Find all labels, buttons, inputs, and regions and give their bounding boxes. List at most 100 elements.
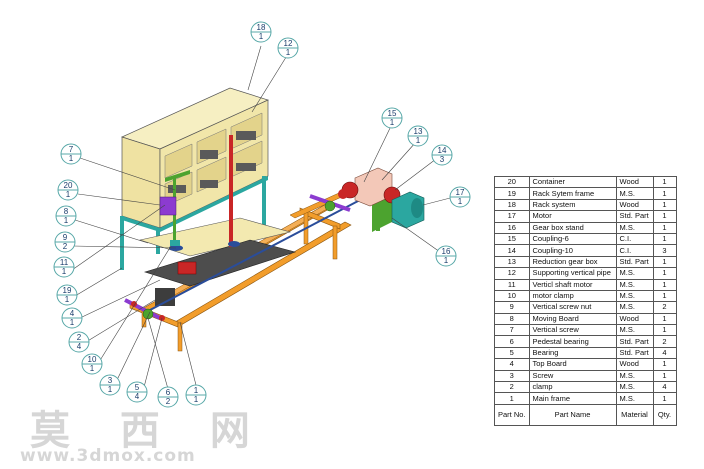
part-material: Std. Part <box>615 255 654 269</box>
pedestal-bearing-2 <box>324 200 336 212</box>
part-no: 13 <box>494 255 530 269</box>
part-no: 14 <box>494 244 530 257</box>
balloon-2: 2 4 <box>68 331 90 353</box>
leader-16 <box>391 217 441 253</box>
balloon-14-top: 14 <box>438 146 447 155</box>
balloon-7-bottom: 1 <box>69 154 74 163</box>
part-no: 8 <box>494 312 530 326</box>
part-qty: 1 <box>652 312 677 326</box>
part-no: 18 <box>494 198 530 212</box>
part-no: 11 <box>494 278 530 291</box>
clamp-block <box>177 261 197 275</box>
part-qty: 1 <box>652 369 677 383</box>
green-arm <box>165 170 190 182</box>
leader-6 <box>147 317 171 397</box>
balloon-3-top: 3 <box>108 376 113 385</box>
part-material: M.S. <box>615 324 654 337</box>
part-material: Wood <box>615 175 654 189</box>
header-part-no: Part No. <box>494 403 530 426</box>
rack-frame-leg-3 <box>262 176 266 226</box>
rack-frame-beam-2 <box>160 176 268 232</box>
balloon-3: 3 1 <box>99 374 121 396</box>
balloon-17-top: 17 <box>456 188 465 197</box>
part-qty: 1 <box>652 232 677 246</box>
drive-unit <box>338 167 425 232</box>
rack-frame-beam <box>122 216 160 232</box>
part-material: C.I. <box>615 232 654 246</box>
rack-frame-leg-1 <box>120 216 124 270</box>
balloon-12-bottom: 1 <box>286 48 291 57</box>
part-qty: 3 <box>652 244 677 257</box>
screw-nut-2 <box>228 241 240 247</box>
part-material: M.S. <box>615 381 654 394</box>
part-material: M.S. <box>615 267 654 280</box>
leader-20 <box>77 193 161 206</box>
leader-4 <box>79 279 161 319</box>
balloon-1-bottom: 1 <box>194 395 199 404</box>
balloon-11-bottom: 1 <box>62 267 67 276</box>
balloon-17: 17 1 <box>449 186 471 208</box>
rack-front <box>121 136 161 229</box>
part-no: 12 <box>494 267 530 280</box>
leader-17 <box>422 196 455 206</box>
part-name: Vertical screw nut <box>528 301 617 314</box>
part-no: 3 <box>494 369 530 383</box>
balloon-13-bottom: 1 <box>416 136 421 145</box>
balloon-6-bottom: 2 <box>166 397 171 406</box>
vertical-parts <box>159 135 240 251</box>
rack-system <box>120 87 269 270</box>
balloon-10-top: 10 <box>88 355 97 364</box>
balloon-5-bottom: 4 <box>135 392 140 401</box>
balloon-17-bottom: 1 <box>458 197 463 206</box>
coupling-10-2 <box>338 189 348 199</box>
watermark-logo: 莫 西 网 <box>30 408 268 454</box>
part-material: M.S. <box>615 392 654 405</box>
balloon-19-top: 19 <box>63 286 72 295</box>
balloon-9: 9 2 <box>54 231 76 253</box>
header-part-name: Part Name <box>528 403 617 426</box>
balloon-8-bottom: 1 <box>64 216 69 225</box>
part-name: Coupling-6 <box>528 232 617 246</box>
balloon-12-top: 12 <box>284 39 293 48</box>
part-qty: 4 <box>652 346 677 360</box>
part-name: Rack Sytem frame <box>528 187 617 200</box>
leader-13 <box>381 141 417 181</box>
part-name: Rack system <box>528 198 617 212</box>
balloon-7: 7 1 <box>60 143 82 165</box>
balloon-8: 8 1 <box>55 205 77 227</box>
balloon-13-top: 13 <box>414 127 423 136</box>
container-5 <box>236 163 256 171</box>
container-1 <box>200 150 218 159</box>
part-qty: 1 <box>652 392 677 405</box>
leader-10 <box>98 245 172 363</box>
main-frame-leg-3 <box>332 225 338 260</box>
balloon-20: 20 1 <box>57 179 79 201</box>
bearing-1 <box>131 301 137 307</box>
part-qty: 1 <box>652 187 677 200</box>
balloon-6: 6 2 <box>157 386 179 408</box>
part-name: Gear box stand <box>528 221 617 234</box>
balloon-11: 11 1 <box>53 256 75 278</box>
part-no: 7 <box>494 324 530 337</box>
balloon-8-top: 8 <box>64 207 69 216</box>
boards <box>138 217 297 306</box>
rack-cell-1 <box>164 143 193 179</box>
balloon-18-bottom: 1 <box>259 32 264 41</box>
balloon-5: 5 4 <box>126 381 148 403</box>
balloon-14-bottom: 3 <box>440 155 445 164</box>
balloon-20-top: 20 <box>64 181 73 190</box>
leader-lines <box>71 45 455 397</box>
part-name: Vertical screw <box>528 324 617 337</box>
